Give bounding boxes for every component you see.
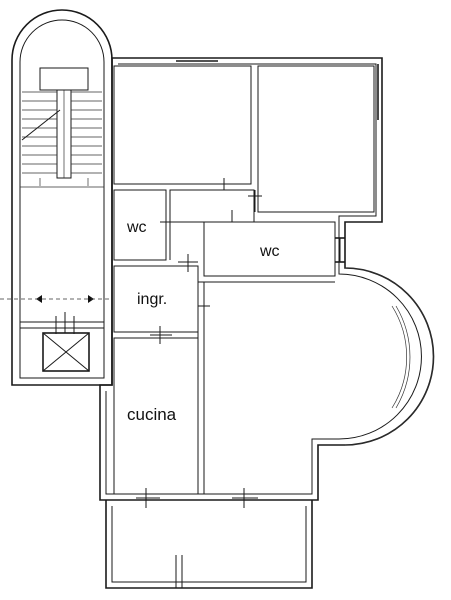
balcony [105,500,313,589]
door-markers [55,178,262,508]
room-label-cucina: cucina [127,405,177,424]
room-label-ingresso: ingr. [137,291,167,308]
elevator-shaft [42,312,90,372]
room-label-wc-small: wc [126,219,147,236]
landing-arrows [0,295,112,303]
interior-walls [113,60,379,495]
apartment-walls [99,57,435,501]
room-label-wc-large: wc [259,243,280,260]
staircase [21,67,102,186]
stair-tower [11,9,113,386]
